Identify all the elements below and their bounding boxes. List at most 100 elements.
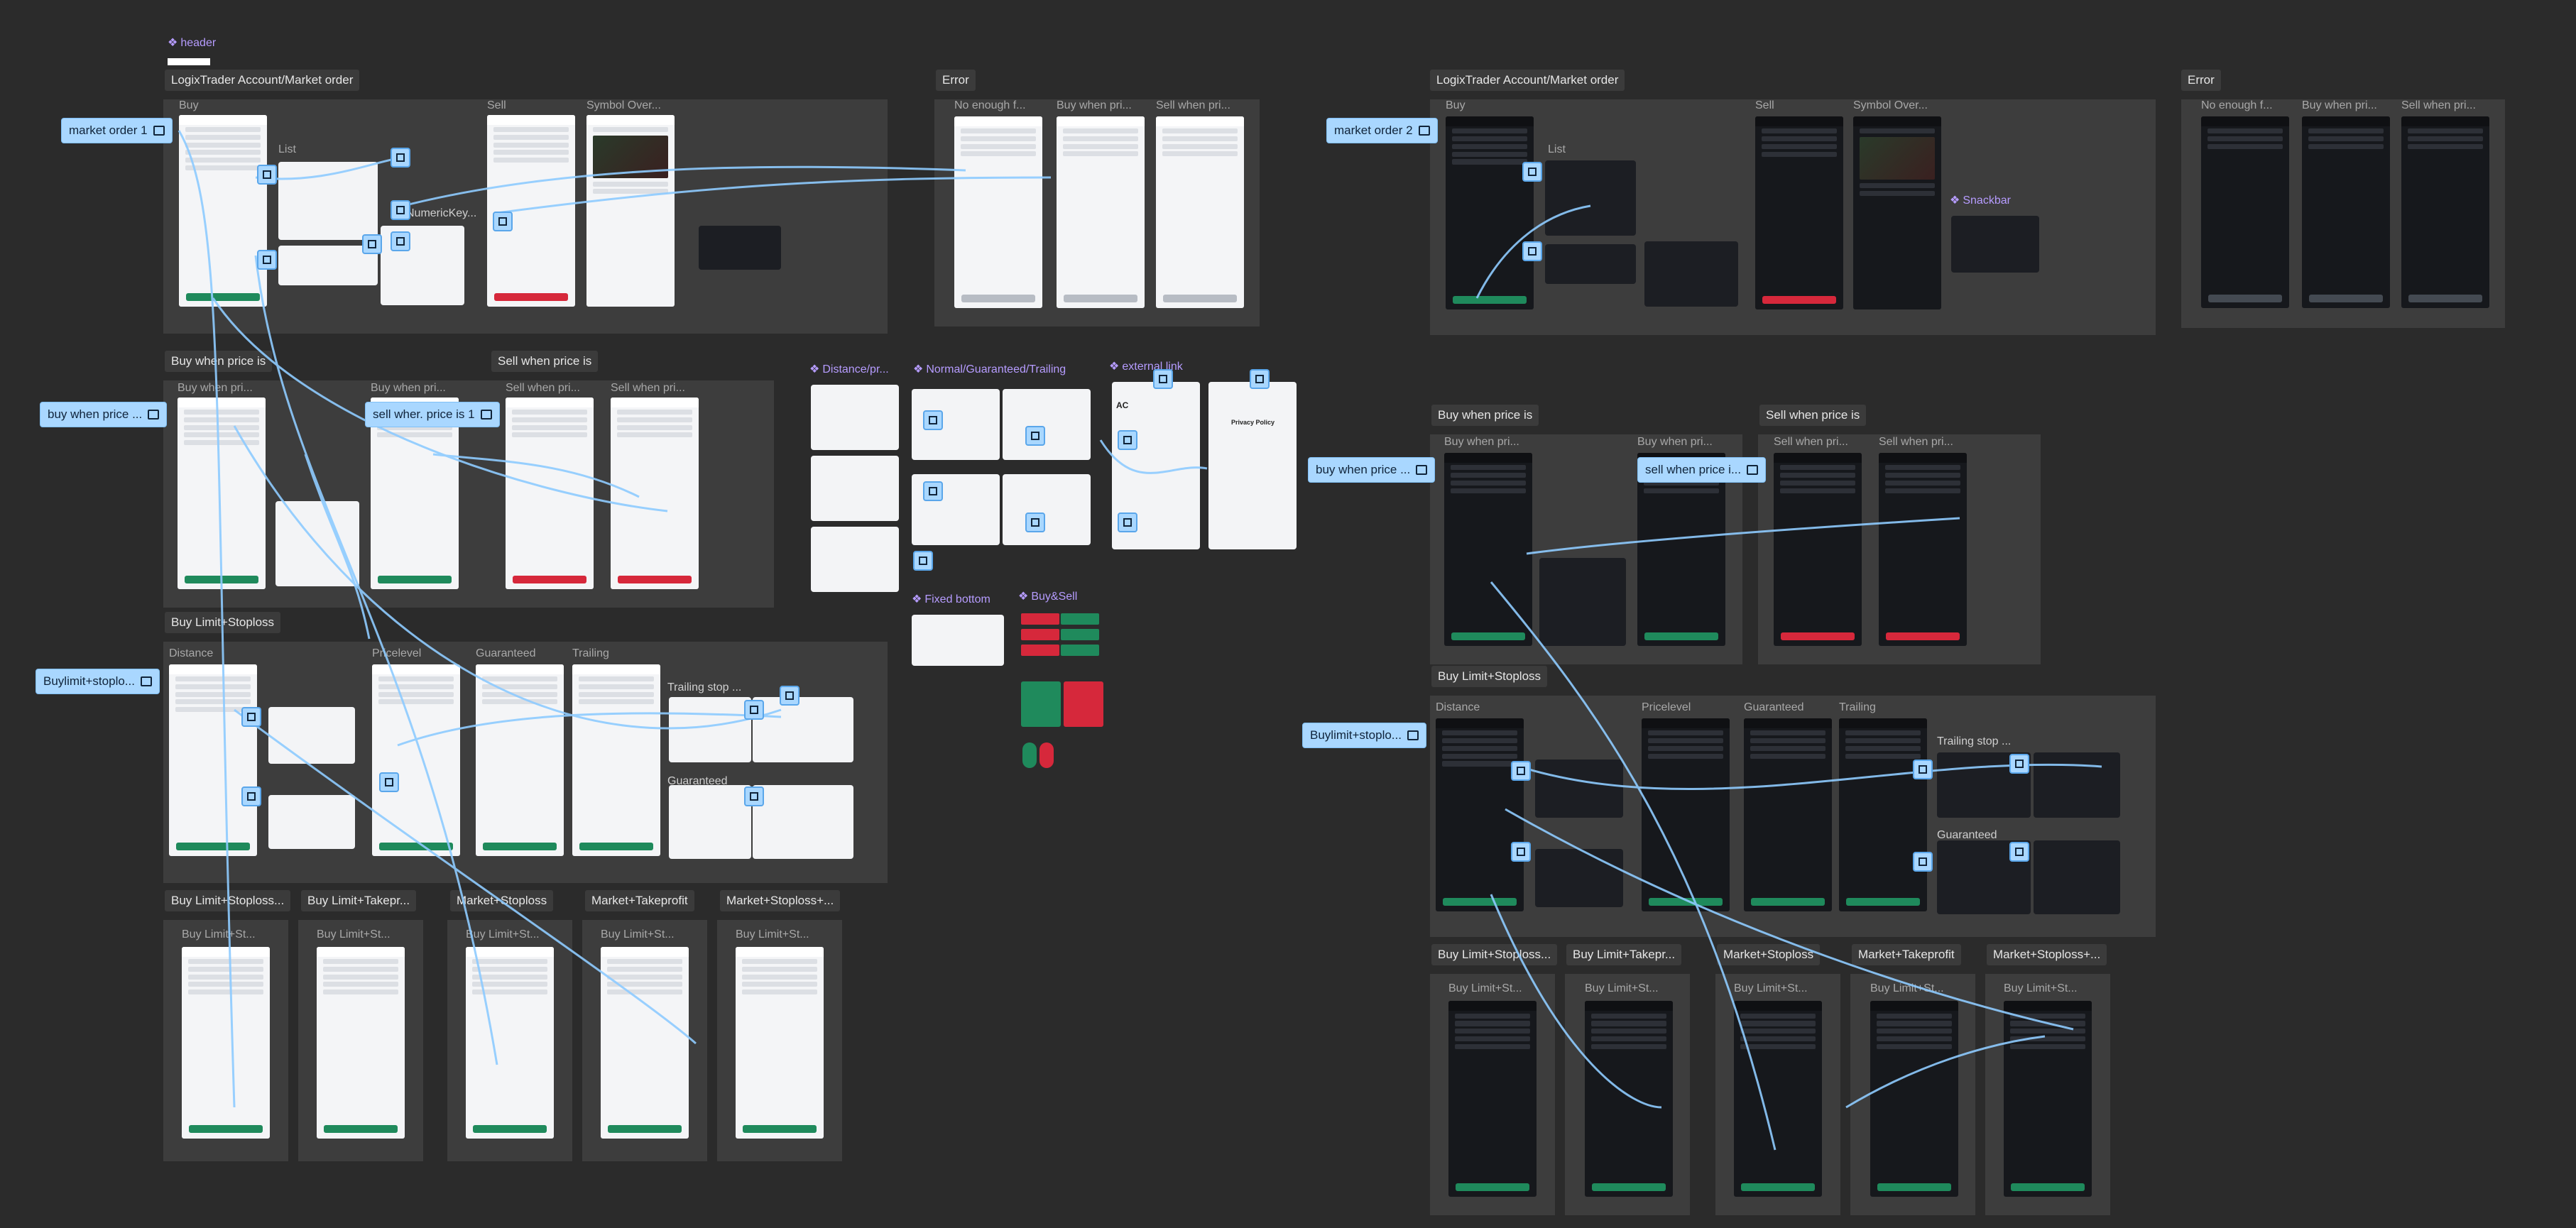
section-title[interactable]: Market+Stoploss+... [720, 890, 841, 911]
prototype-hotspot[interactable] [257, 250, 277, 270]
flow-start-tag[interactable]: sell wher. price is 1 [365, 402, 500, 427]
phone-frame-dark[interactable] [1436, 718, 1524, 911]
option-sheet-dark[interactable] [1535, 849, 1623, 907]
phone-frame-symbol-overview[interactable] [586, 115, 675, 307]
phone-frame-buy[interactable] [179, 115, 267, 307]
phone-frame-dark[interactable] [1444, 453, 1532, 646]
sell-pill[interactable] [1039, 742, 1054, 768]
sell-button-variant[interactable] [1021, 645, 1059, 656]
section-title[interactable]: Buy Limit+Stoploss... [1431, 944, 1558, 965]
prototype-hotspot[interactable] [1511, 761, 1531, 781]
prototype-hotspot[interactable] [1025, 426, 1045, 446]
flow-start-tag[interactable]: buy when price ... [40, 402, 168, 427]
section-title[interactable]: LogixTrader Account/Market order [1430, 70, 1625, 91]
sell-tile[interactable] [1064, 681, 1103, 727]
prototype-hotspot[interactable] [241, 707, 261, 727]
phone-frame-error[interactable] [1156, 116, 1244, 308]
phone-frame-dark[interactable] [1585, 1001, 1673, 1197]
distance-option[interactable] [811, 527, 899, 592]
phone-frame-error-dark[interactable] [2201, 116, 2289, 308]
component-label[interactable]: ❖Snackbar [1950, 194, 2011, 207]
phone-frame[interactable] [372, 664, 460, 856]
prototype-hotspot[interactable] [744, 700, 764, 720]
distance-option[interactable] [811, 385, 899, 450]
stop-type-option[interactable] [1003, 389, 1091, 460]
buy-pill[interactable] [1022, 742, 1037, 768]
bottom-sheet-dark[interactable] [2034, 752, 2120, 818]
section-title[interactable]: Error [2181, 70, 2221, 91]
phone-frame-dark[interactable] [1774, 453, 1862, 646]
phone-frame-error[interactable] [1057, 116, 1145, 308]
phone-frame[interactable] [736, 947, 824, 1139]
prototype-hotspot[interactable] [2009, 842, 2029, 862]
calendar-sheet-dark[interactable] [1539, 558, 1626, 646]
prototype-hotspot[interactable] [744, 786, 764, 806]
prototype-hotspot[interactable] [1118, 430, 1137, 450]
prototype-hotspot[interactable] [1153, 369, 1173, 389]
prototype-hotspot[interactable] [1913, 760, 1933, 779]
prototype-hotspot[interactable] [391, 148, 410, 168]
header-component-preview[interactable] [168, 58, 210, 65]
prototype-hotspot[interactable] [2009, 754, 2029, 774]
flow-start-tag[interactable]: Buylimit+stoplo... [1302, 723, 1426, 748]
phone-frame[interactable] [611, 398, 699, 589]
prototype-hotspot[interactable] [379, 772, 399, 792]
component-label[interactable]: ❖Normal/Guaranteed/Trailing [913, 363, 1066, 375]
sell-button-variant[interactable] [1021, 629, 1059, 640]
prototype-hotspot[interactable] [1913, 852, 1933, 872]
prototype-hotspot[interactable] [1522, 241, 1542, 261]
bottom-sheet[interactable] [753, 697, 853, 762]
snackbar-stack-dark[interactable] [1951, 216, 2039, 273]
section-title[interactable]: Market+Takeprofit [1852, 944, 1961, 965]
list-sheet-dark[interactable] [1545, 244, 1636, 284]
phone-frame-dark[interactable] [1870, 1001, 1958, 1197]
phone-frame[interactable] [476, 664, 564, 856]
option-sheet-dark[interactable] [1535, 760, 1623, 818]
prototype-hotspot[interactable] [1511, 842, 1531, 862]
phone-frame[interactable] [182, 947, 270, 1139]
section-title[interactable]: Buy Limit+Takepr... [1566, 944, 1682, 965]
component-label[interactable]: ❖Buy&Sell [1018, 591, 1078, 603]
prototype-hotspot[interactable] [362, 234, 382, 254]
section-title[interactable]: Buy when price is [1431, 405, 1539, 426]
buy-tile[interactable] [1021, 681, 1061, 727]
phone-frame-symbol-overview-dark[interactable] [1853, 116, 1941, 309]
prototype-hotspot[interactable] [493, 212, 513, 231]
prototype-hotspot[interactable] [923, 410, 943, 430]
phone-frame[interactable] [506, 398, 594, 589]
section-title[interactable]: Buy Limit+Stoploss [1431, 666, 1548, 687]
fixed-bottom-component[interactable] [912, 615, 1004, 666]
section-title[interactable]: Buy when price is [165, 351, 273, 372]
phone-frame-dark[interactable] [2004, 1001, 2092, 1197]
section-title[interactable]: LogixTrader Account/Market order [165, 70, 360, 91]
component-label[interactable]: ❖Fixed bottom [912, 593, 990, 605]
buy-button-variant[interactable] [1061, 613, 1099, 625]
flow-start-tag[interactable]: market order 2 [1326, 118, 1438, 143]
sell-button-variant[interactable] [1021, 613, 1059, 625]
prototype-hotspot[interactable] [923, 481, 943, 501]
section-title[interactable]: Market+Takeprofit [585, 890, 694, 911]
bottom-sheet[interactable] [753, 785, 853, 859]
bottom-sheet-dark[interactable] [2034, 840, 2120, 914]
option-sheet[interactable] [268, 795, 355, 849]
buy-button-variant[interactable] [1061, 645, 1099, 656]
phone-frame[interactable] [572, 664, 660, 856]
section-title[interactable]: Error [936, 70, 976, 91]
prototype-hotspot[interactable] [241, 786, 261, 806]
flow-start-tag[interactable]: sell when price i... [1637, 457, 1767, 483]
section-title[interactable]: Sell when price is [1759, 405, 1867, 426]
prototype-hotspot[interactable] [257, 165, 277, 185]
phone-frame[interactable] [169, 664, 257, 856]
prototype-hotspot[interactable] [913, 551, 933, 571]
phone-frame-dark[interactable] [1448, 1001, 1537, 1197]
phone-frame-dark[interactable] [1879, 453, 1967, 646]
flow-start-tag[interactable]: buy when price ... [1308, 457, 1436, 483]
section-title[interactable]: Buy Limit+Takepr... [301, 890, 417, 911]
phone-frame-sell[interactable] [487, 115, 575, 307]
phone-frame-error-dark[interactable] [2302, 116, 2390, 308]
flow-start-tag[interactable]: market order 1 [61, 118, 173, 143]
numeric-keypad-dark[interactable] [1644, 241, 1738, 307]
phone-frame-error-dark[interactable] [2401, 116, 2489, 308]
prototype-hotspot[interactable] [780, 686, 799, 706]
privacy-policy-sheet[interactable] [1208, 382, 1297, 549]
